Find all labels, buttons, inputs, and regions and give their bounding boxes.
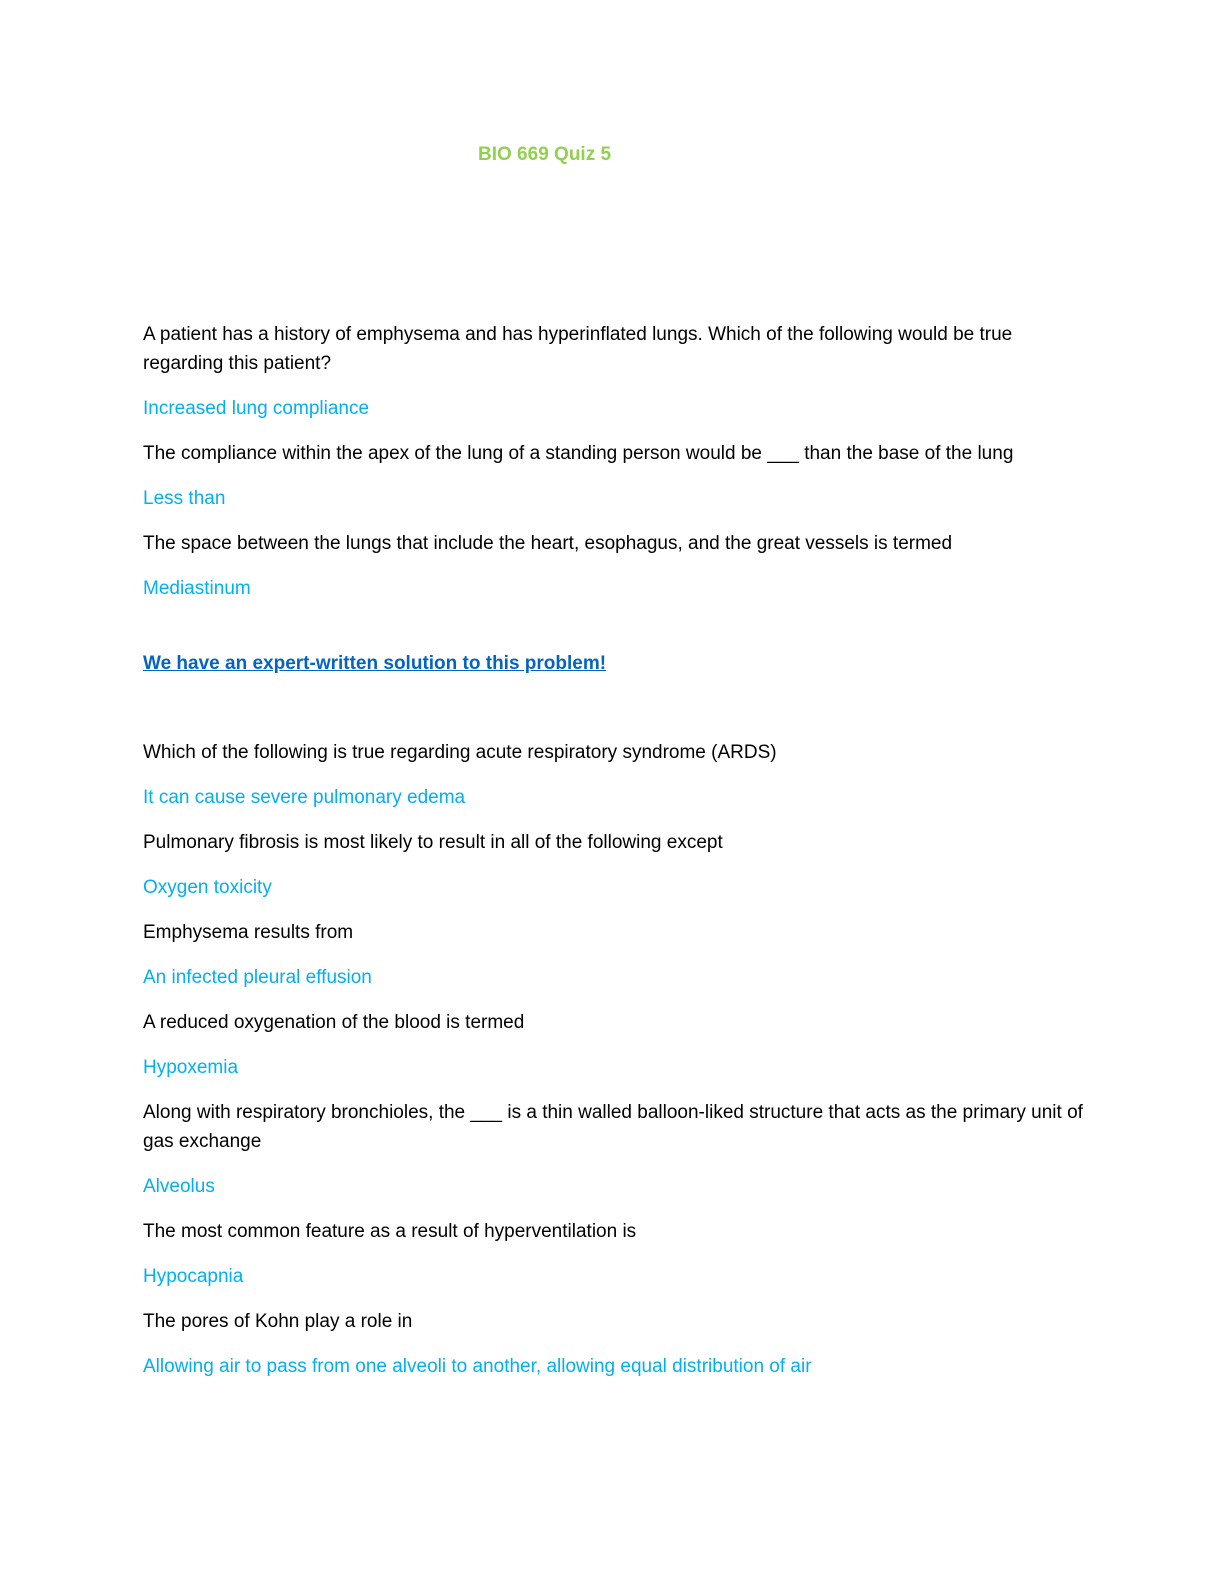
answer-text: Oxygen toxicity (143, 877, 272, 898)
question-text: A reduced oxygenation of the blood is te… (143, 1012, 525, 1033)
answer-text: Less than (143, 488, 226, 509)
question-text: Emphysema results from (143, 922, 354, 943)
expert-solution-link[interactable]: We have an expert-written solution to th… (143, 653, 607, 674)
answer-text: An infected pleural effusion (143, 967, 372, 988)
answer-text: Mediastinum (143, 578, 251, 599)
qa-item: A patient has a history of emphysema and… (143, 320, 1083, 423)
answer-text: Alveolus (143, 1176, 215, 1197)
question-text: A patient has a history of emphysema and… (143, 324, 1013, 374)
question-text: Along with respiratory bronchioles, the … (143, 1102, 1083, 1152)
answer-text: Hypocapnia (143, 1266, 244, 1287)
question-text: Pulmonary fibrosis is most likely to res… (143, 832, 723, 853)
qa-item: A reduced oxygenation of the blood is te… (143, 1008, 1083, 1082)
qa-item: The pores of Kohn play a role in Allowin… (143, 1307, 1083, 1381)
answer-text: Increased lung compliance (143, 398, 370, 419)
qa-item: Along with respiratory bronchioles, the … (143, 1098, 1083, 1201)
question-text: Which of the following is true regarding… (143, 742, 777, 763)
promo-section: We have an expert-written solution to th… (143, 649, 1083, 678)
answer-text: It can cause severe pulmonary edema (143, 787, 466, 808)
qa-item: The compliance within the apex of the lu… (143, 439, 1083, 513)
question-text: The most common feature as a result of h… (143, 1221, 637, 1242)
qa-item: Pulmonary fibrosis is most likely to res… (143, 828, 1083, 902)
question-text: The pores of Kohn play a role in (143, 1311, 413, 1332)
question-text: The space between the lungs that include… (143, 533, 953, 554)
document-title: BIO 669 Quiz 5 (478, 144, 612, 165)
answer-text: Allowing air to pass from one alveoli to… (143, 1356, 812, 1377)
answer-text: Hypoxemia (143, 1057, 239, 1078)
qa-item: The space between the lungs that include… (143, 529, 1083, 603)
qa-item: Which of the following is true regarding… (143, 738, 1083, 812)
qa-item: The most common feature as a result of h… (143, 1217, 1083, 1291)
quiz-content: A patient has a history of emphysema and… (143, 320, 1083, 1397)
qa-item: Emphysema results from An infected pleur… (143, 918, 1083, 992)
question-text: The compliance within the apex of the lu… (143, 443, 1014, 464)
